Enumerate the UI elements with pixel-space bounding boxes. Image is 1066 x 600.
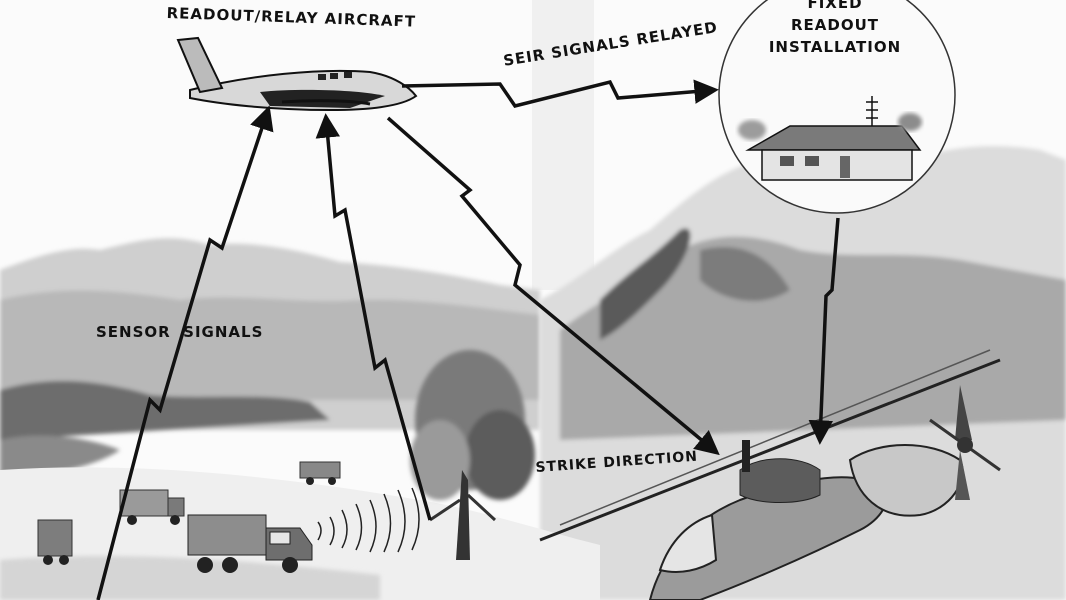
left-mountains bbox=[0, 238, 540, 480]
strike-helicopter-icon bbox=[539, 349, 1001, 600]
readout-label-line: READOUT bbox=[790, 16, 880, 34]
page-fold bbox=[532, 0, 594, 290]
sensor-signal-arrow bbox=[315, 113, 432, 521]
truck-icon bbox=[187, 514, 313, 573]
truck-icon bbox=[299, 461, 341, 485]
relay-aircraft-icon bbox=[176, 36, 418, 112]
installation-label-line: INSTALLATION bbox=[768, 38, 902, 56]
relay-signal-arrow bbox=[401, 79, 719, 108]
strike-direction-arrow bbox=[386, 116, 720, 456]
tree-icon bbox=[410, 350, 535, 560]
fixed-installation-label: FIXED READOUT INSTALLATION bbox=[760, 0, 910, 58]
sensor-signals-label: SENSOR SIGNALS bbox=[96, 323, 264, 341]
sensor-signal-arrow bbox=[96, 105, 274, 600]
installation-strike-arrow bbox=[808, 217, 840, 445]
antenna-icon bbox=[866, 96, 878, 126]
fixed-label-line: FIXED bbox=[807, 0, 863, 12]
truck-icon bbox=[119, 489, 185, 525]
readout-installation bbox=[718, 0, 956, 214]
sensor-emission bbox=[317, 487, 420, 553]
readout-building-icon bbox=[745, 125, 925, 183]
truck-icon bbox=[37, 519, 73, 565]
